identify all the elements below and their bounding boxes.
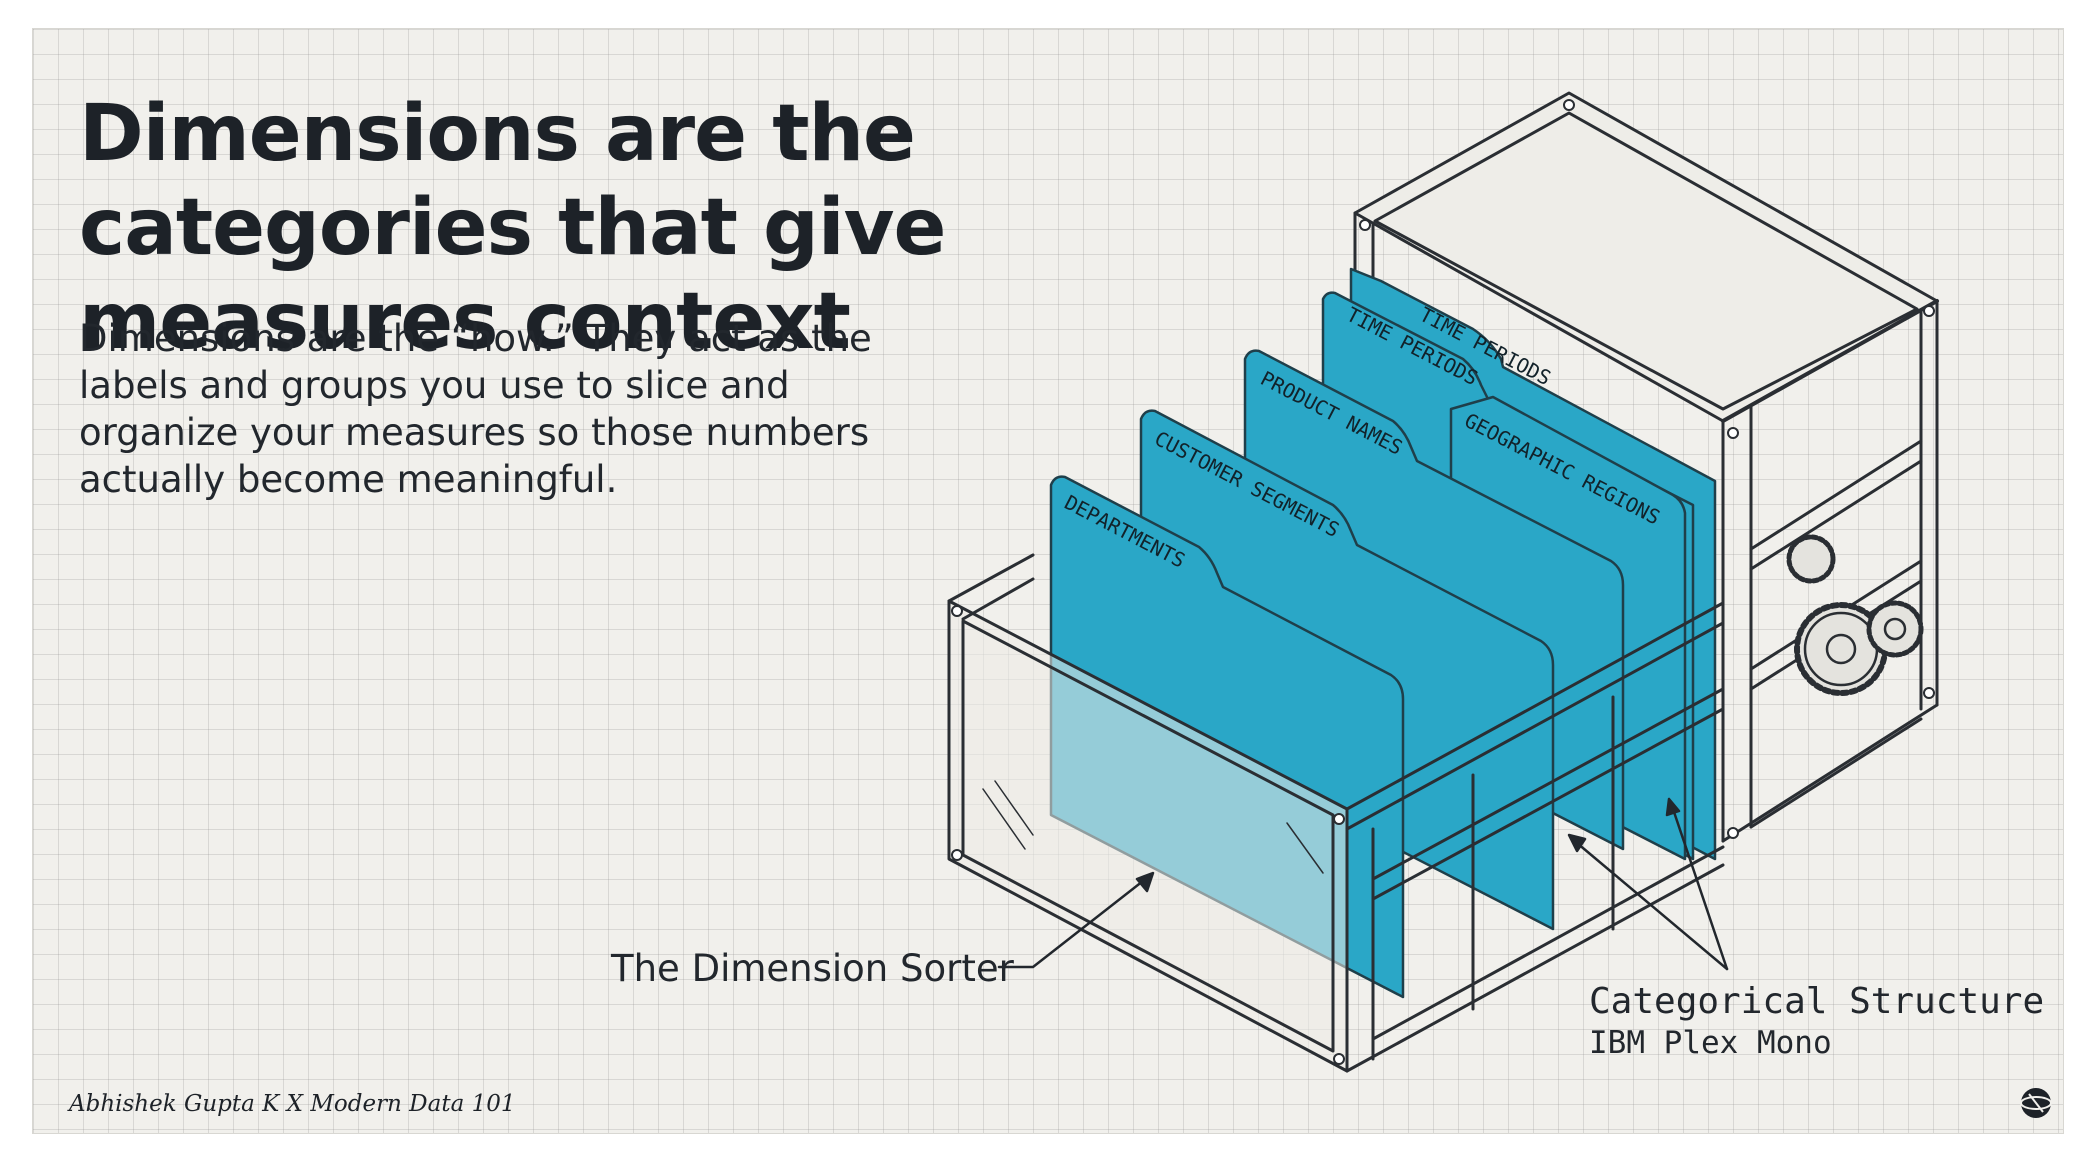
credit-text: Abhishek Gupta K X Modern Data 101 bbox=[69, 1091, 516, 1117]
front-drawer bbox=[947, 553, 1725, 1073]
callout-arrows bbox=[997, 797, 1729, 971]
callout-categorical-structure: Categorical Structure IBM Plex Mono bbox=[1589, 981, 2044, 1063]
callout-structure-line1: Categorical Structure bbox=[1589, 981, 2045, 1022]
globe-logo-icon bbox=[2020, 1088, 2052, 1118]
dimension-sorter-illustration: TIME PERIODS TIME PERIODS GEOGRAPHIC REG… bbox=[947, 91, 1939, 1073]
frame-bolts bbox=[951, 99, 1935, 1065]
slide: Dimensions are the categories that give … bbox=[32, 28, 2064, 1134]
body-paragraph: Dimensions are the “how.” They act as th… bbox=[79, 317, 872, 501]
callout-structure-line2: IBM Plex Mono bbox=[1589, 1025, 1832, 1061]
callout-dimension-sorter: The Dimension Sorter bbox=[611, 947, 1014, 990]
page-title: Dimensions are the categories that give … bbox=[79, 89, 946, 367]
gear-mechanism bbox=[1786, 534, 1924, 696]
